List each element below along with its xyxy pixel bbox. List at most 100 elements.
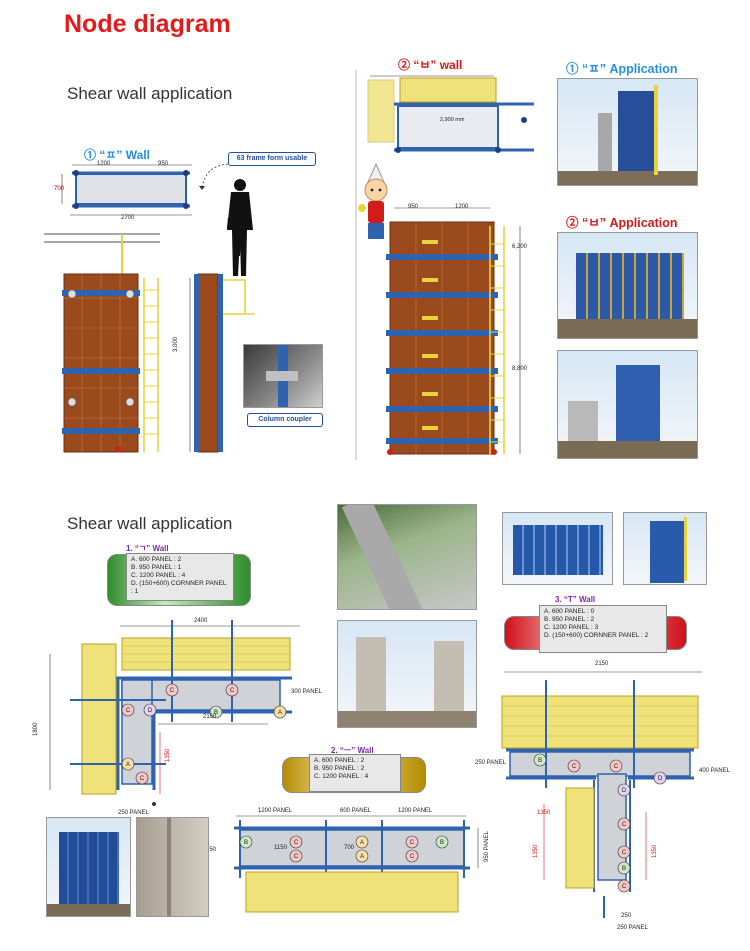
panel1-line: A. 600 PANEL : 2 (131, 556, 182, 563)
lwall-d2400: 2400 (194, 618, 208, 624)
panel3-line: B. 950 PANEL : 2 (544, 616, 595, 623)
svg-text:C: C (126, 708, 131, 714)
panel3-line: D. (150+600) CORNNER PANEL : 2 (544, 632, 649, 639)
lwall-d1350: 1350 (165, 748, 171, 762)
panel-list-2: 2. “ㅡ” Wall A. 600 PANEL : 2 B. 950 PANE… (282, 746, 426, 793)
frame-callout-arrow (199, 163, 229, 190)
lwall-d1800: 1800 (33, 722, 39, 736)
wall2-elevation-drawing (386, 207, 521, 455)
frame-callout: 63 frame form usable (228, 152, 316, 166)
wall1-dim-total: 2700 (121, 215, 135, 221)
svg-text:A: A (360, 854, 364, 860)
wall2-label: ② “ㅂ” wall (398, 58, 463, 72)
l-wall-concrete-photo (136, 817, 209, 917)
mascot-character (358, 162, 388, 239)
svg-text:C: C (294, 854, 299, 860)
wall2-h2: 8,800 (512, 366, 528, 372)
app2-photo-2 (557, 350, 698, 459)
page-title: Node diagram (64, 10, 231, 38)
twall-d2150: 2150 (595, 661, 609, 667)
lwall-d300: 300 PANEL (291, 689, 322, 695)
svg-text:D: D (658, 776, 663, 782)
panel3-line: C. 1200 PANEL : 3 (544, 624, 599, 631)
app2-photo (557, 232, 698, 339)
worker-silhouette (227, 179, 253, 276)
svg-text:A: A (360, 840, 364, 846)
panel3-box: A. 600 PANEL : 0 B. 950 PANEL : 2 C. 120… (539, 605, 667, 653)
svg-text:B: B (622, 866, 626, 872)
twall-d250b: 250 (621, 913, 632, 919)
column-coupler-photo (243, 344, 323, 408)
panel1-line: B. 950 PANEL : 1 (131, 564, 182, 571)
wall2-plan-dim: 2,900 mm (440, 117, 465, 123)
panel3-line: A. 600 PANEL : 0 (544, 608, 595, 615)
app1-photo (557, 78, 698, 186)
panel1-line: C. 1200 PANEL : 4 (131, 572, 186, 579)
svg-text:D: D (148, 708, 153, 714)
svg-text:B: B (244, 840, 248, 846)
twall-d1350b: 1350 (533, 844, 539, 858)
rebar-photo (337, 504, 477, 610)
iwall-d350: 350 (206, 847, 217, 853)
wall2-dim-a: 950 (408, 204, 419, 210)
svg-text:C: C (230, 688, 235, 694)
panel1-title: 1. “ㄱ” Wall (126, 544, 169, 553)
panel2-line: A. 600 PANEL : 2 (314, 757, 365, 764)
wall1-elevation-drawing (44, 218, 255, 453)
twall-d400: 400 PANEL (699, 768, 730, 774)
panel2-title: 2. “ㅡ” Wall (331, 746, 374, 755)
lwall-d2150: 2150 (203, 714, 217, 720)
svg-text:C: C (410, 840, 415, 846)
panel2-line: B. 950 PANEL : 2 (314, 765, 365, 772)
iwall-p600: 600 PANEL (340, 808, 371, 814)
twall-d1350: 1350 (537, 810, 551, 816)
l-wall-form-photo (46, 817, 131, 917)
section-title-bottom: Shear wall application (67, 514, 233, 533)
svg-text:A: A (126, 762, 130, 768)
panel-list-3: 3. “T” Wall A. 600 PANEL : 0 B. 950 PANE… (504, 595, 687, 653)
panel3-title: 3. “T” Wall (555, 595, 596, 604)
twall-d1350c: 1350 (652, 844, 658, 858)
wall1-dim-side: 700 (54, 186, 65, 192)
t-wall-photo-2 (623, 512, 707, 585)
svg-text:C: C (140, 776, 145, 782)
panel-list-1: 1. “ㄱ” Wall A. 600 PANEL : 2 B. 950 PANE… (107, 544, 251, 606)
iwall-d700: 700 (344, 845, 355, 851)
svg-text:C: C (622, 850, 627, 856)
wall2-dim-b: 1200 (455, 204, 469, 210)
svg-text:C: C (294, 840, 299, 846)
iwall-d1150: 1150 (274, 845, 287, 851)
wall1-label: ① “ㅍ” Wall (84, 148, 150, 162)
svg-text:B: B (440, 840, 444, 846)
lwall-d250: 250 PANEL (118, 810, 149, 816)
svg-text:B: B (538, 758, 542, 764)
app2-label: ② “ㅂ” Application (566, 216, 678, 230)
svg-text:D: D (622, 788, 627, 794)
wall1-dim-b: 950 (158, 161, 169, 167)
wall1-plan-drawing (61, 164, 192, 216)
wall1-dim-a: 1200 (97, 161, 111, 167)
section-title-top: Shear wall application (67, 84, 233, 103)
coupler-callout: Column coupler (247, 413, 323, 427)
svg-text:A: A (278, 710, 282, 716)
panel2-box: A. 600 PANEL : 2 B. 950 PANEL : 2 C. 120… (309, 754, 401, 792)
twall-d250c: 250 PANEL (617, 925, 648, 931)
t-wall-photo-1 (502, 512, 613, 585)
panel1-box: A. 600 PANEL : 2 B. 950 PANEL : 1 C. 120… (126, 553, 234, 601)
finished-wall-photo (337, 620, 477, 728)
svg-text:C: C (614, 764, 619, 770)
panel2-line: C. 1200 PANEL : 4 (314, 773, 369, 780)
wall2-plan-drawing (367, 75, 534, 153)
wall2-h1: 6,200 (512, 244, 528, 250)
svg-text:C: C (622, 822, 627, 828)
panel1-line: D. (150+600) CORNNER PANEL : 1 (131, 580, 227, 595)
svg-text:C: C (170, 688, 175, 694)
twall-d250: 250 PANEL (475, 760, 506, 766)
svg-text:C: C (622, 884, 627, 890)
svg-text:B: B (214, 710, 218, 716)
iwall-p1200b: 1200 PANEL (398, 808, 433, 814)
iwall-p1200a: 1200 PANEL (258, 808, 293, 814)
section-divider (355, 70, 357, 460)
